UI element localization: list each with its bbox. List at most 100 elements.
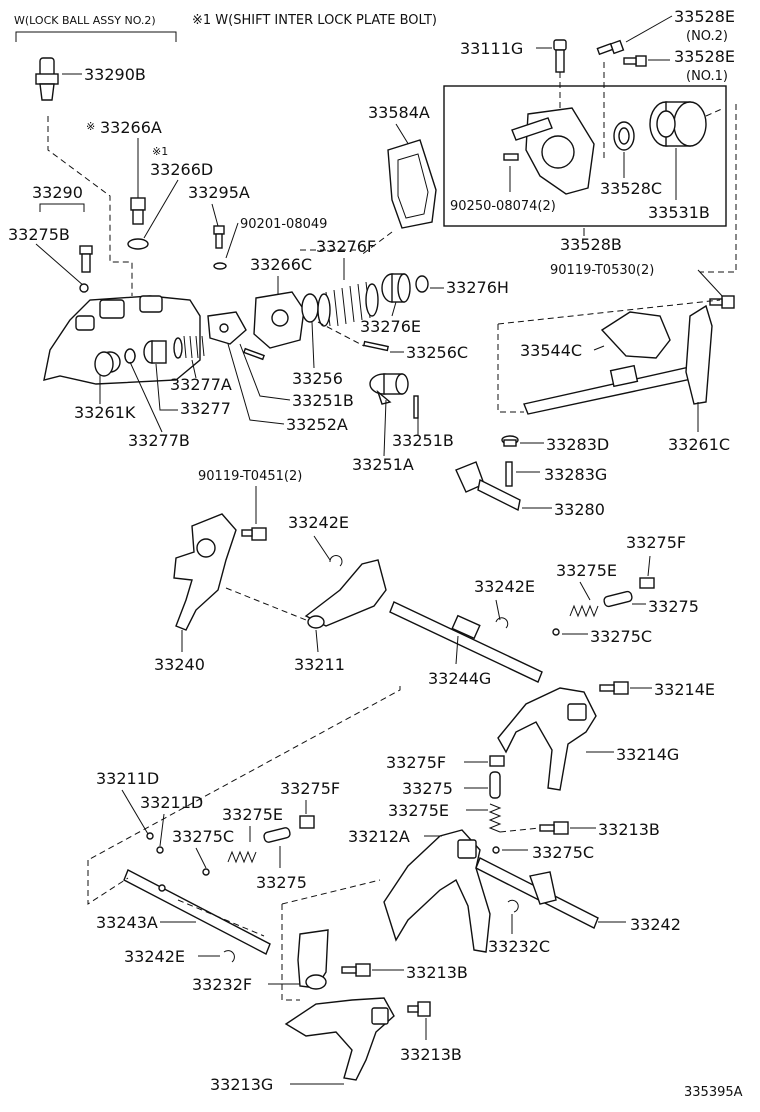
label-33528B: 33528B bbox=[560, 235, 622, 254]
label-33283D: 33283D bbox=[546, 435, 609, 454]
label-33211D-a: 33211D bbox=[96, 769, 159, 788]
label-33244G: 33244G bbox=[428, 669, 491, 688]
label-33531B: 33531B bbox=[648, 203, 710, 222]
ball-33275C-b bbox=[202, 868, 210, 876]
label-33232C: 33232C bbox=[488, 937, 550, 956]
label-33275-b: 33275 bbox=[402, 779, 453, 798]
no1-note: (NO.1) bbox=[686, 69, 728, 84]
label-33213B-a: 33213B bbox=[598, 820, 660, 839]
label-33275E-b: 33275E bbox=[388, 801, 449, 820]
ball-33211D-a bbox=[146, 832, 154, 840]
label-33252A: 33252A bbox=[286, 415, 348, 434]
ball-33211D-b bbox=[156, 846, 164, 854]
note-bracket bbox=[15, 31, 177, 42]
label-33275F-c: 33275F bbox=[280, 779, 340, 798]
shaft-33244G bbox=[389, 601, 543, 683]
label-33275F-a: 33275F bbox=[626, 533, 686, 552]
label-33275C-c: 33275C bbox=[532, 843, 594, 862]
cap-33276E bbox=[381, 273, 411, 303]
gasket-33584A bbox=[387, 139, 437, 229]
spring-33275E-c bbox=[227, 850, 257, 864]
label-33276E: 33276E bbox=[360, 317, 421, 336]
bolt-33214E bbox=[599, 681, 629, 695]
label-33240: 33240 bbox=[154, 655, 205, 674]
label-33275-a: 33275 bbox=[648, 597, 699, 616]
spring-33275E-b bbox=[488, 803, 502, 833]
fork-33214G bbox=[497, 687, 597, 791]
assembly-box-33528B bbox=[443, 85, 727, 227]
label-90201-08049: 90201-08049 bbox=[240, 217, 327, 232]
label-33251B-a: 33251B bbox=[292, 391, 354, 410]
bolt-33213B-a bbox=[539, 821, 569, 835]
plug-33283D bbox=[501, 435, 519, 447]
spring-33275E-a bbox=[569, 604, 599, 618]
clip-33232C bbox=[507, 899, 519, 913]
label-33280: 33280 bbox=[554, 500, 605, 519]
label-90119-T0451: 90119-T0451(2) bbox=[198, 469, 302, 484]
label-33277: 33277 bbox=[180, 399, 231, 418]
pin-90250 bbox=[503, 153, 519, 161]
label-33276H: 33276H bbox=[446, 278, 509, 297]
ball-33275B bbox=[79, 283, 89, 293]
collar-33277 bbox=[143, 340, 167, 364]
label-33242: 33242 bbox=[630, 915, 681, 934]
label-33275-c: 33275 bbox=[256, 873, 307, 892]
label-33290: 33290 bbox=[32, 183, 83, 202]
label-33275F-b: 33275F bbox=[386, 753, 446, 772]
pin-33275-b bbox=[489, 771, 501, 799]
lever-33251A bbox=[369, 373, 409, 405]
fork-33213G bbox=[284, 997, 395, 1081]
pin-33251B-b bbox=[413, 395, 419, 419]
label-33275C-a: 33275C bbox=[590, 627, 652, 646]
shaft-33243A bbox=[123, 869, 271, 955]
label-33277B: 33277B bbox=[128, 431, 190, 450]
label-33211D-b: 33211D bbox=[140, 793, 203, 812]
star1-mark: ※1 bbox=[152, 145, 168, 158]
label-33111G: 33111G bbox=[460, 39, 523, 58]
lever-33240 bbox=[173, 513, 237, 631]
gasket-33266D bbox=[127, 238, 149, 250]
label-33243A: 33243A bbox=[96, 913, 158, 932]
no2-note: (NO.2) bbox=[686, 29, 728, 44]
bolt-90119-T0530 bbox=[709, 295, 735, 309]
bolt-33213B-b bbox=[341, 963, 371, 977]
pin-33251B bbox=[243, 347, 265, 361]
label-33275B: 33275B bbox=[8, 225, 70, 244]
label-33295A: 33295A bbox=[188, 183, 250, 202]
plug-33275B bbox=[79, 245, 93, 273]
clip-33242E-c bbox=[223, 950, 235, 963]
star-mark: ※ bbox=[86, 120, 95, 133]
plug-33275F-a bbox=[639, 577, 655, 589]
ring-33277B bbox=[124, 348, 136, 364]
bolt-90119-T0451 bbox=[241, 527, 267, 541]
shaft-33261C bbox=[523, 304, 713, 415]
label-33277A: 33277A bbox=[170, 375, 232, 394]
breather-33111G bbox=[553, 39, 567, 73]
interlock-plate bbox=[207, 311, 247, 345]
label-33528E-no1: 33528E bbox=[674, 47, 735, 66]
lever-33232F bbox=[297, 929, 329, 990]
label-33256C: 33256C bbox=[406, 343, 468, 362]
spring-33277A bbox=[173, 335, 205, 359]
label-33256: 33256 bbox=[292, 369, 343, 388]
seal-33528C bbox=[613, 121, 635, 151]
label-33266D: 33266D bbox=[150, 160, 213, 179]
label-33242E-a: 33242E bbox=[288, 513, 349, 532]
label-33266A: 33266A bbox=[100, 118, 162, 137]
label-33213B-b: 33213B bbox=[406, 963, 468, 982]
label-33528E-no2: 33528E bbox=[674, 7, 735, 26]
label-33283G: 33283G bbox=[544, 465, 607, 484]
plug-33275F-c bbox=[299, 815, 315, 829]
label-33212A: 33212A bbox=[348, 827, 410, 846]
selector-33266C bbox=[253, 291, 305, 349]
label-33214E: 33214E bbox=[654, 680, 715, 699]
cover-33528B bbox=[511, 107, 595, 195]
sensor-33280 bbox=[455, 461, 521, 512]
pin-33283G bbox=[505, 461, 513, 487]
label-33211: 33211 bbox=[294, 655, 345, 674]
bearing-33531B bbox=[649, 101, 707, 147]
clip-33242E-b bbox=[495, 617, 509, 629]
label-33242E-c: 33242E bbox=[124, 947, 185, 966]
plug-33266A bbox=[130, 197, 146, 225]
